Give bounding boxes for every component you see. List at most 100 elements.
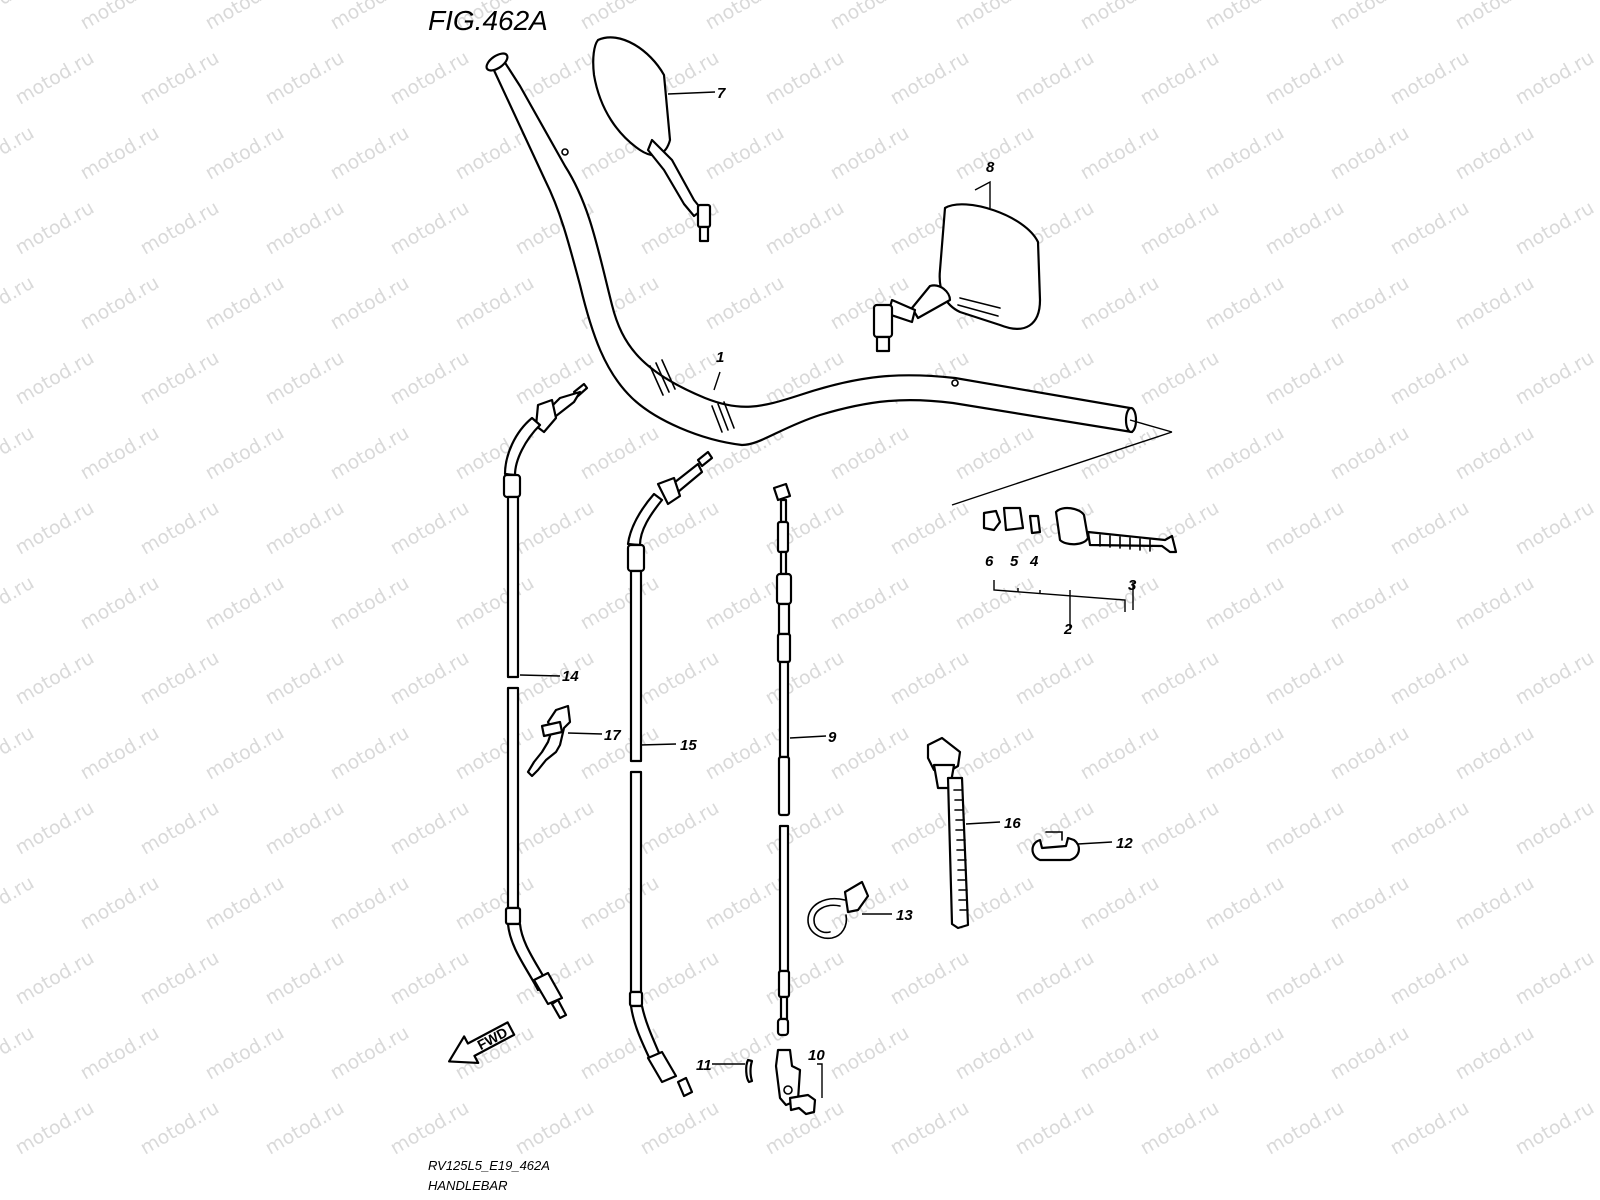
watermark-text: motod.ru [1512, 797, 1598, 860]
mirror-left [592, 36, 712, 243]
clutch-cable-9 [772, 482, 817, 1116]
watermark-text: motod.ru [1262, 197, 1348, 260]
callout-17: 17 [604, 727, 621, 744]
callout-13: 13 [896, 907, 913, 924]
watermark-text: motod.ru [202, 1022, 288, 1085]
watermark-text: motod.ru [327, 122, 413, 185]
watermark-text: motod.ru [1202, 872, 1288, 935]
handlebar [485, 52, 1173, 506]
watermark-text: motod.ru [1077, 0, 1163, 34]
watermark-text: motod.ru [1077, 272, 1163, 335]
watermark-text: motod.ru [1012, 47, 1098, 110]
watermark-text: motod.ru [512, 647, 598, 710]
watermark-text: motod.ru [262, 1097, 348, 1160]
watermark-text: motod.ru [202, 0, 288, 34]
balancer-weight-2 [1054, 506, 1090, 546]
watermark-text: motod.ru [1077, 722, 1163, 785]
washer-4 [1028, 514, 1042, 535]
watermark-text: motod.ru [1452, 0, 1538, 34]
watermark-text: motod.ru [387, 347, 473, 410]
watermark-text: motod.ru [1262, 497, 1348, 560]
watermark-text: motod.ru [327, 1022, 413, 1085]
watermark-text: motod.ru [1327, 872, 1413, 935]
callout-14: 14 [562, 668, 579, 685]
clip-11 [745, 1058, 754, 1084]
watermark-text: motod.ru [137, 647, 223, 710]
watermark-text: motod.ru [512, 497, 598, 560]
callout-10: 10 [808, 1047, 825, 1064]
watermark-text: motod.ru [887, 1097, 973, 1160]
callout-15: 15 [680, 737, 697, 754]
watermark-text: motod.ru [0, 722, 38, 785]
watermark-text: motod.ru [1387, 47, 1473, 110]
watermark-text: motod.ru [1512, 647, 1598, 710]
watermark-text: motod.ru [827, 0, 913, 34]
watermark-text: motod.ru [1202, 272, 1288, 335]
watermark-text: motod.ru [1262, 347, 1348, 410]
watermark-text: motod.ru [702, 0, 788, 34]
watermark-text: motod.ru [577, 572, 663, 635]
watermark-text: motod.ru [1202, 572, 1288, 635]
watermark-text: motod.ru [137, 47, 223, 110]
watermark-text: motod.ru [1387, 197, 1473, 260]
watermark-text: motod.ru [887, 47, 973, 110]
watermark-text: motod.ru [762, 647, 848, 710]
watermark-text: motod.ru [1327, 272, 1413, 335]
throttle-cable-14 [502, 382, 589, 1020]
watermark-text: motod.ru [1512, 497, 1598, 560]
watermark-text: motod.ru [1452, 872, 1538, 935]
watermark-text: motod.ru [1262, 1097, 1348, 1160]
callout-7: 7 [717, 85, 726, 102]
watermark-text: motod.ru [452, 722, 538, 785]
clamp-12 [1031, 831, 1080, 862]
watermark-text: motod.ru [1387, 797, 1473, 860]
watermark-text: motod.ru [77, 722, 163, 785]
callout-1: 1 [716, 349, 724, 366]
watermark-text: motod.ru [1077, 122, 1163, 185]
watermark-text: motod.ru [577, 422, 663, 485]
watermark-text: motod.ru [12, 197, 98, 260]
watermark-text: motod.ru [452, 272, 538, 335]
watermark-text: motod.ru [1262, 647, 1348, 710]
watermark-text: motod.ru [327, 422, 413, 485]
watermark-text: motod.ru [1452, 122, 1538, 185]
watermark-text: motod.ru [1452, 572, 1538, 635]
watermark-text: motod.ru [452, 572, 538, 635]
watermark-text: motod.ru [1077, 872, 1163, 935]
watermark-text: motod.ru [202, 272, 288, 335]
watermark-text: motod.ru [827, 1022, 913, 1085]
watermark-text: motod.ru [262, 347, 348, 410]
watermark-text: motod.ru [1137, 347, 1223, 410]
watermark-text: motod.ru [637, 947, 723, 1010]
callout-11: 11 [696, 1057, 712, 1074]
watermark-text: motod.ru [1327, 422, 1413, 485]
figure-name: HANDLEBAR [428, 1178, 507, 1193]
watermark-text: motod.ru [952, 722, 1038, 785]
watermark-text: motod.ru [77, 572, 163, 635]
figure-title: FIG.462A [428, 5, 548, 36]
watermark-text: motod.ru [0, 0, 38, 34]
spacer-5 [1002, 506, 1025, 532]
watermark-text: motod.ru [1512, 197, 1598, 260]
watermark-text: motod.ru [137, 197, 223, 260]
watermark-text: motod.ru [12, 1097, 98, 1160]
figure-code: RV125L5_E19_462A [428, 1158, 550, 1173]
watermark-text: motod.ru [1202, 422, 1288, 485]
watermark-text: motod.ru [387, 647, 473, 710]
callout-4: 4 [1029, 553, 1039, 570]
callout-9: 9 [828, 729, 837, 746]
watermark-text: motod.ru [1327, 1022, 1413, 1085]
watermark-text: motod.ru [1327, 572, 1413, 635]
clamp-17 [526, 704, 572, 778]
watermark-text: motod.ru [327, 0, 413, 34]
callout-3: 3 [1128, 577, 1137, 594]
watermark-text: motod.ru [1202, 0, 1288, 34]
watermark-text: motod.ru [1512, 1097, 1598, 1160]
watermark-text: motod.ru [262, 647, 348, 710]
watermark-text: motod.ru [762, 947, 848, 1010]
watermark-text: motod.ru [1202, 722, 1288, 785]
watermark-text: motod.ru [1452, 272, 1538, 335]
watermark-text: motod.ru [762, 497, 848, 560]
watermark-layer: motod.ru motod.ru motod.ru motod.ru motod.ru… [0, 0, 1598, 1159]
watermark-text: motod.ru [702, 122, 788, 185]
